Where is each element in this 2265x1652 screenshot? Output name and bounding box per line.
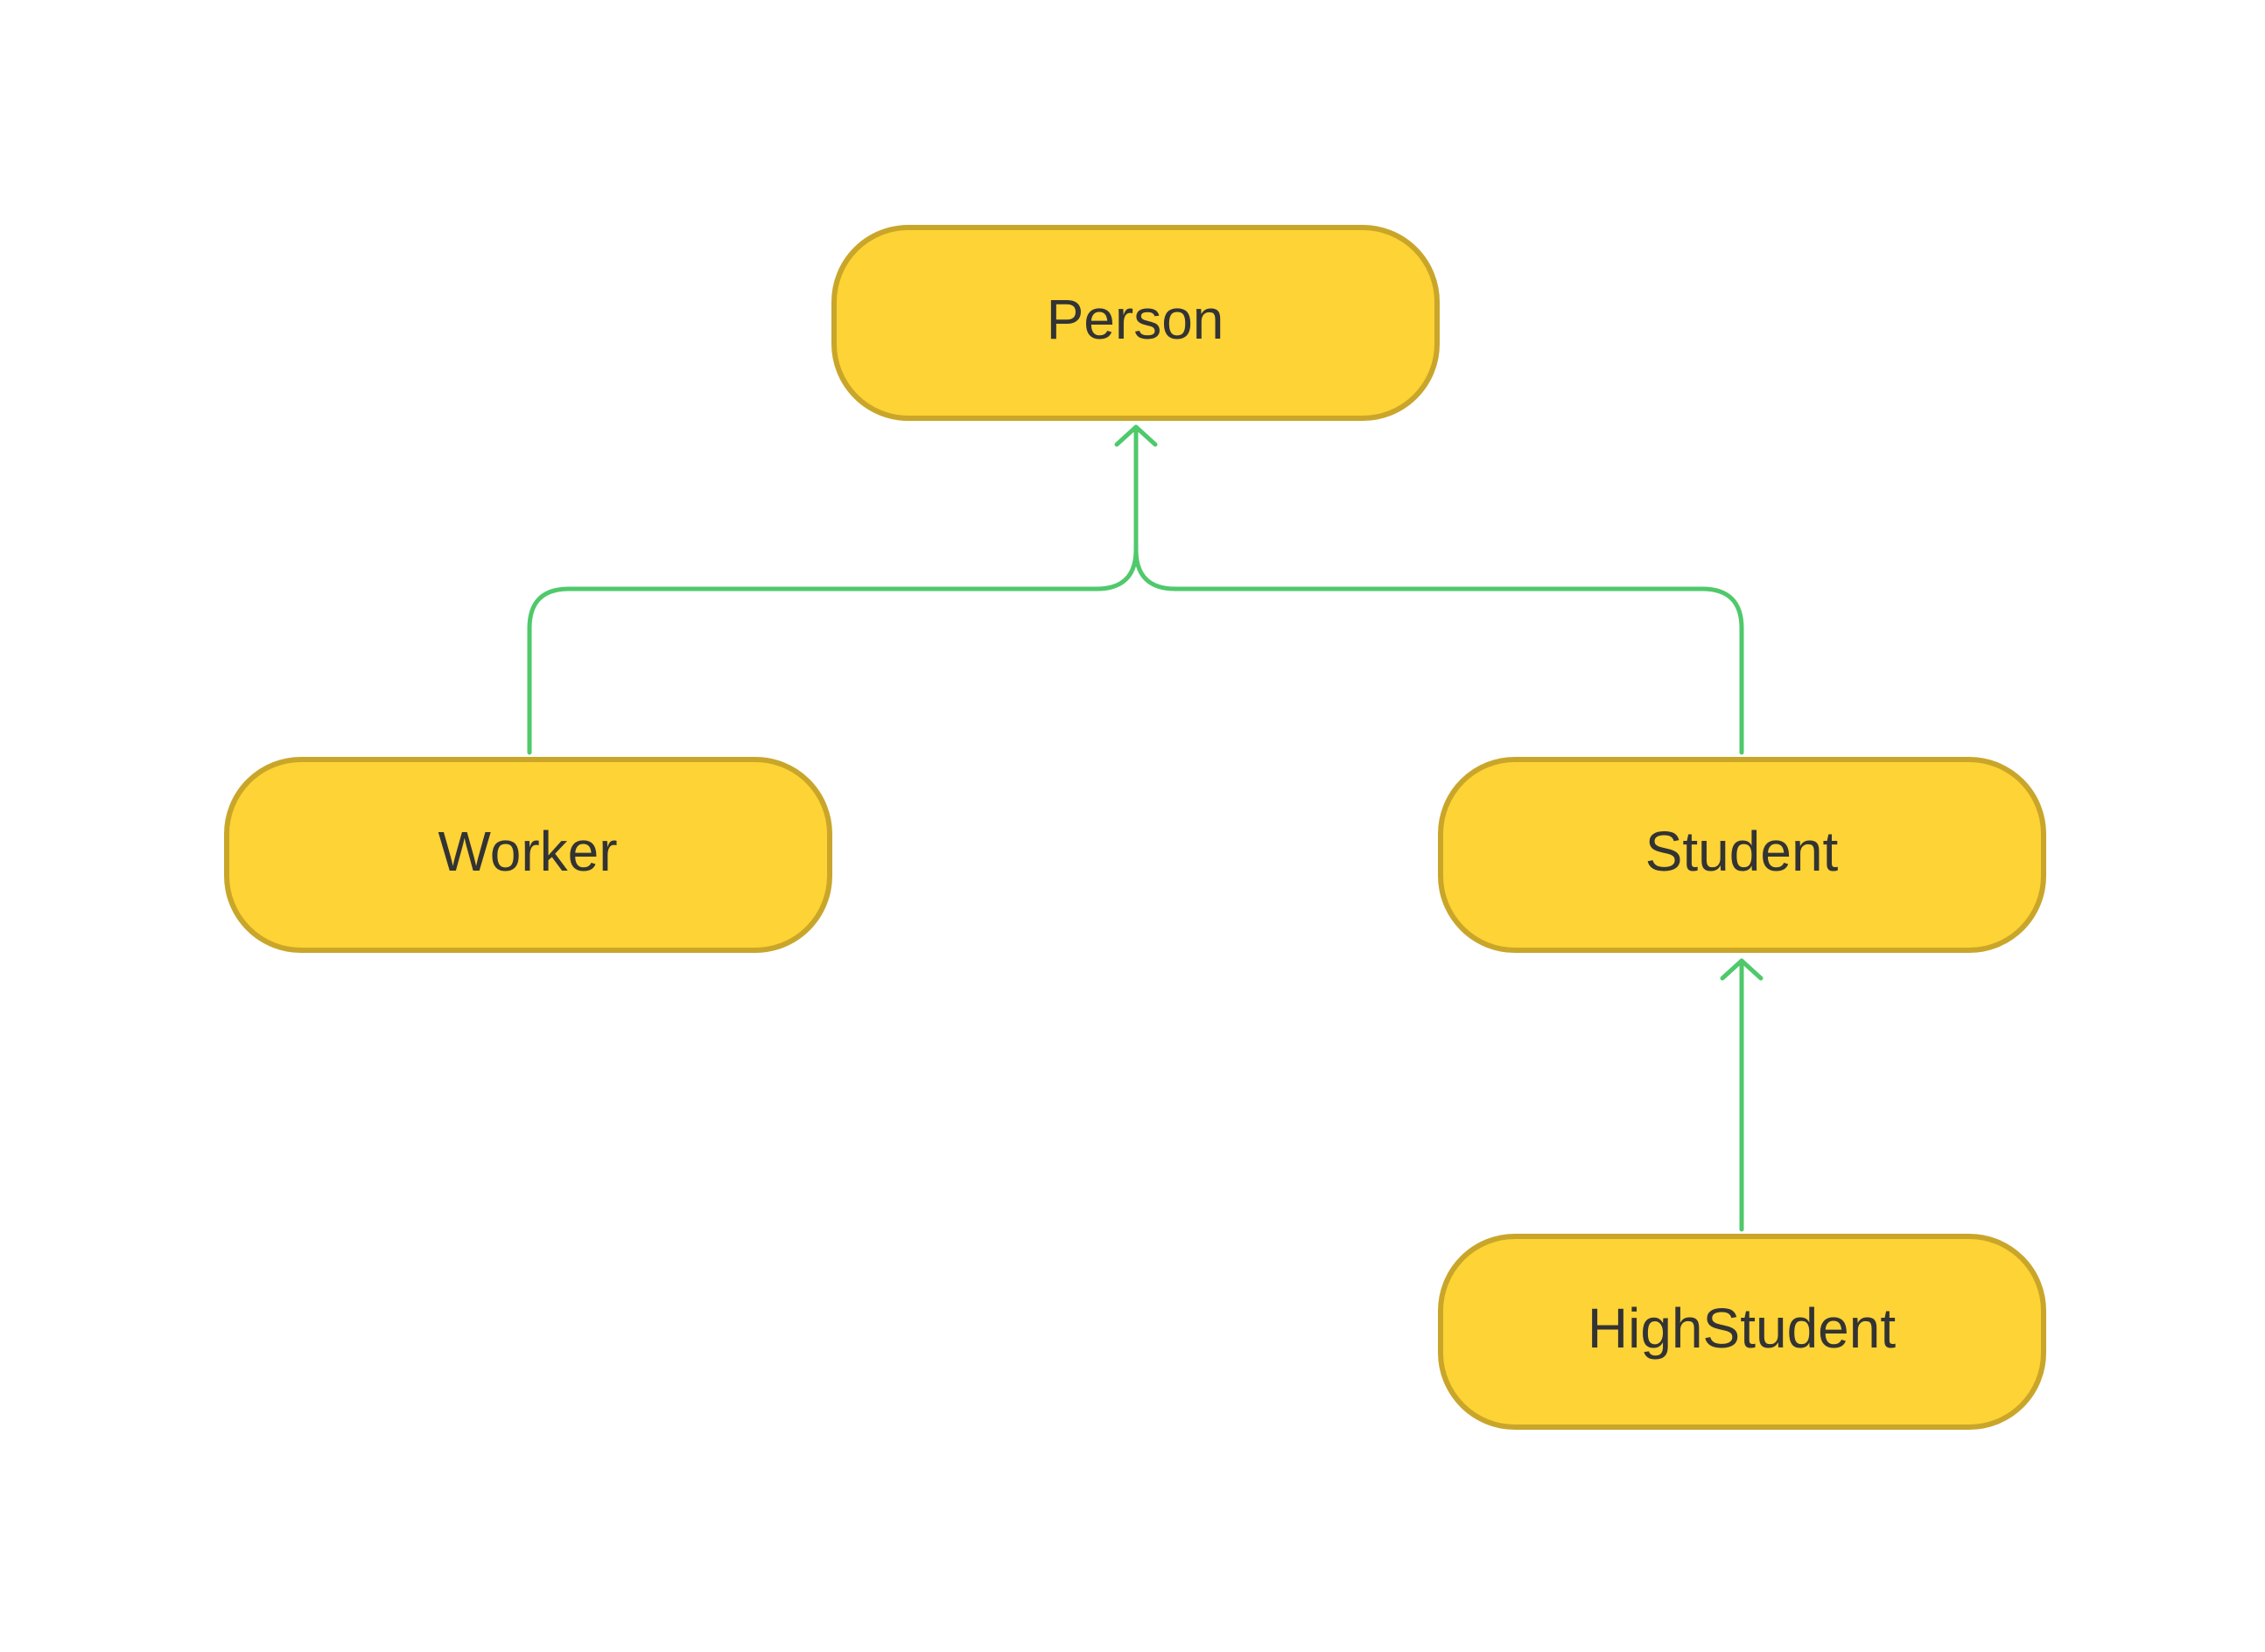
node-highstudent-box: [1438, 1234, 2046, 1430]
arrowhead-person: [1114, 424, 1158, 447]
node-worker-label: Worker: [438, 820, 617, 883]
node-highstudent[interactable]: HighStudent: [1438, 1234, 2046, 1430]
connectors: [527, 424, 1764, 1232]
node-person-label: Person: [1047, 288, 1224, 351]
node-student-label: Student: [1645, 820, 1839, 883]
node-person[interactable]: Person: [831, 225, 1440, 421]
edge-student-to-person: [1133, 547, 1744, 755]
edge-worker-to-person: [527, 426, 1139, 755]
node-highstudent-label: HighStudent: [1588, 1297, 1896, 1360]
node-student[interactable]: Student: [1438, 757, 2046, 953]
node-person-box: [831, 225, 1440, 421]
arrowhead-student: [1720, 958, 1764, 981]
node-student-box: [1438, 757, 2046, 953]
node-worker[interactable]: Worker: [224, 757, 832, 953]
node-worker-box: [224, 757, 832, 953]
